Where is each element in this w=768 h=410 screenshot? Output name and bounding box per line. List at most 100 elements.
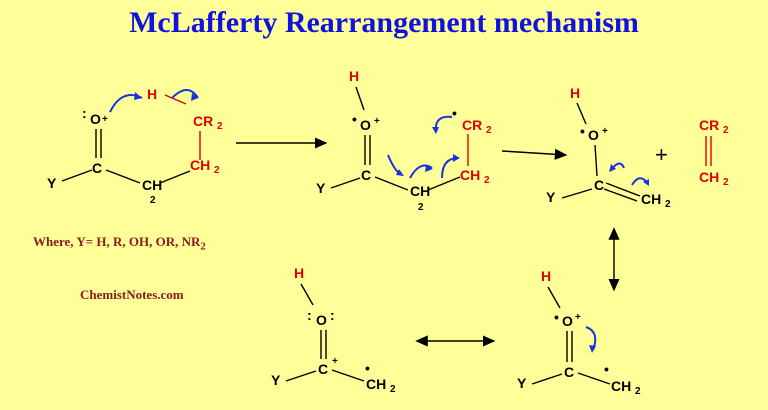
oh-bond <box>300 283 314 306</box>
electron-arrowhead-f <box>643 179 649 186</box>
beta-carbon-sub: 2 <box>214 165 220 176</box>
methylene-radical-sub: 2 <box>390 384 396 395</box>
c-ch2-bond <box>577 372 611 385</box>
gamma-carbon-sub: 2 <box>486 125 492 136</box>
electron-arrowhead-c <box>453 154 460 162</box>
oxygen-atom: O <box>90 111 101 127</box>
beta-carbon-label: CH <box>460 167 480 183</box>
lone-pair-dots: • <box>554 309 559 325</box>
beta-carbon-sub: 2 <box>484 175 490 186</box>
electron-arrowhead-e <box>609 164 616 172</box>
electron-arrow-d <box>434 115 453 133</box>
oxonium-charge: + <box>602 126 608 137</box>
cy-bond <box>531 373 563 385</box>
hydroxyl-hydrogen: H <box>294 265 304 281</box>
oh-bond <box>576 102 587 125</box>
methylene-label: CH <box>641 191 661 207</box>
diagram-title: McLafferty Rearrangement mechanism <box>129 6 639 39</box>
alkene-carbon-top: CR <box>699 117 719 133</box>
methylene-radical-label: CH <box>611 378 631 394</box>
y-group: Y <box>546 189 556 205</box>
methylene-radical-sub: 2 <box>635 386 641 397</box>
ch2-ch2-bond <box>427 176 461 191</box>
c-ch2-bond <box>374 176 409 191</box>
electron-arrow-b <box>409 164 433 179</box>
structure-5-resonance-form: H O : : C + Y CH 2 • <box>271 265 396 395</box>
reaction-arrow-2 <box>501 148 568 160</box>
carbocation-carbon: C <box>318 361 328 377</box>
methylene-radical-dot: • <box>365 360 370 376</box>
beta-carbon-label: CH <box>190 157 210 173</box>
electron-arrowhead-a <box>396 169 404 176</box>
gamma-radical-dot: • <box>452 105 457 121</box>
gamma-carbon-label: CR <box>462 117 482 133</box>
c-ch2-bond <box>105 169 141 184</box>
oxygen-atom: O <box>562 313 573 329</box>
oh-bond <box>355 86 365 111</box>
electron-arrow-c <box>441 157 459 179</box>
electron-arrowhead-d <box>432 127 439 134</box>
site-credit: ChemistNotes.com <box>80 287 184 302</box>
structure-4-resonance-form: H O • + C Y CH 2 • <box>517 268 641 397</box>
gamma-hydrogen: H <box>147 86 157 102</box>
oxygen-atom: O <box>588 127 599 143</box>
c-ch2-bond <box>331 369 365 382</box>
electron-arrowhead-g <box>589 345 596 353</box>
ch2-ch2-bond <box>159 170 191 184</box>
alpha-carbon-label: CH <box>142 177 162 193</box>
cc-double-bond-b <box>603 188 638 202</box>
cy-bond <box>330 177 361 189</box>
structure-1-ketone: O : + C Y CH 2 CH 2 CR 2 H <box>47 86 223 206</box>
electron-arrowhead-1 <box>134 92 142 100</box>
alpha-carbon-label: CH <box>410 183 430 199</box>
y-group: Y <box>47 175 57 191</box>
hydroxyl-hydrogen: H <box>541 268 551 284</box>
substituent-note-text: Where, Y= H, R, OH, OR, NR <box>33 234 201 249</box>
carbonyl-carbon: C <box>564 364 574 380</box>
oh-bond <box>547 286 561 309</box>
cc-double-bond-a <box>605 182 641 197</box>
structure-3-enol-radical-cation: H O • + C Y CH 2 <box>546 85 671 210</box>
alpha-carbon-sub: 2 <box>150 195 156 206</box>
lone-pair-dots: : <box>82 105 87 121</box>
ch-bond <box>164 94 187 105</box>
oxonium-charge: + <box>102 114 108 125</box>
electron-arrowhead-2 <box>191 93 198 101</box>
alkene-carbon-top-sub: 2 <box>723 125 729 136</box>
lone-pair-dots: • <box>580 123 585 139</box>
carbocation-charge: + <box>332 356 338 367</box>
substituent-note: Where, Y= H, R, OH, OR, NR2 <box>33 234 206 253</box>
alpha-carbon-sub: 2 <box>418 202 424 213</box>
methylene-radical-dot: • <box>604 361 609 377</box>
hydroxyl-hydrogen: H <box>570 85 580 101</box>
alkene-product: CR 2 CH 2 <box>699 117 729 188</box>
y-group: Y <box>517 375 527 391</box>
electron-arrow-ch-bond <box>171 89 199 99</box>
oxygen-atom: O <box>360 117 371 133</box>
oxonium-charge: + <box>374 116 380 127</box>
carbonyl-carbon: C <box>92 160 102 176</box>
substituent-note-subscript: 2 <box>200 240 206 253</box>
alkene-carbon-bottom: CH <box>699 169 719 185</box>
hydroxyl-hydrogen: H <box>349 68 359 84</box>
cy-bond <box>285 370 317 382</box>
cy-bond <box>561 188 593 199</box>
y-group: Y <box>271 372 281 388</box>
lone-pair-left: : <box>307 307 312 323</box>
gamma-carbon-label: CR <box>193 113 213 129</box>
lone-pair-dots: • <box>352 111 357 127</box>
oxonium-charge: + <box>575 312 581 323</box>
gamma-carbon-sub: 2 <box>217 121 223 132</box>
y-group: Y <box>316 180 326 196</box>
enol-carbon: C <box>594 177 604 193</box>
plus-sign: + <box>655 142 668 167</box>
cy-bond <box>61 169 93 182</box>
carbonyl-carbon: C <box>361 167 371 183</box>
lone-pair-right: : <box>330 307 335 323</box>
co-single-bond <box>594 144 598 177</box>
methylene-radical-label: CH <box>366 376 386 392</box>
electron-arrowhead-b <box>425 165 433 172</box>
oxygen-atom: O <box>316 312 327 328</box>
